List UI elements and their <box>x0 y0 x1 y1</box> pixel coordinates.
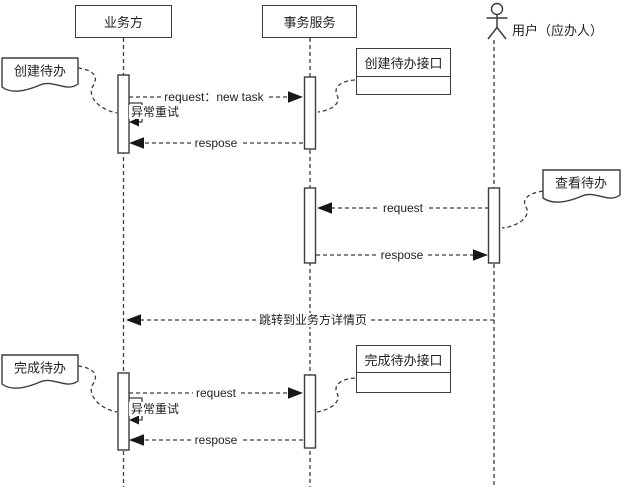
interface-create-box: 创建待办接口 <box>356 48 451 95</box>
lifeline-head-business-label: 业务方 <box>103 15 143 30</box>
lifeline-head-service-label: 事务服务 <box>283 15 336 30</box>
message-request-bottom-label: request <box>192 386 240 400</box>
actor-user-label: 用户（应办人） <box>512 23 604 38</box>
activation-business-2 <box>117 372 130 451</box>
connector-iface-create <box>317 79 356 113</box>
connector-iface-complete <box>316 377 356 413</box>
message-request-new-task-label: request：new task <box>161 90 267 104</box>
activation-business-1 <box>117 74 130 154</box>
interface-complete-body <box>357 373 450 392</box>
interface-complete-label: 完成待办接口 <box>357 346 450 373</box>
note-create-shape <box>1 57 79 92</box>
actor-user-icon <box>486 2 508 40</box>
activation-user-1 <box>487 187 501 264</box>
interface-create-body <box>357 77 450 94</box>
message-retry-top-label: 异常重试 <box>129 105 182 119</box>
connector-note-create <box>77 67 118 114</box>
activation-service-1 <box>303 76 317 150</box>
message-retry-bottom-label: 异常重试 <box>129 402 182 416</box>
connector-note-view <box>501 190 544 229</box>
interface-complete-box: 完成待办接口 <box>356 345 451 393</box>
activation-service-3 <box>303 374 317 449</box>
message-respose-mid-label: respose <box>377 248 427 262</box>
message-redirect-label: 跳转到业务方详情页 <box>255 313 371 327</box>
note-create-label: 创建待办 <box>13 63 67 79</box>
connector-note-complete <box>77 365 118 413</box>
note-view-label: 查看待办 <box>554 175 608 191</box>
note-complete-label: 完成待办 <box>13 360 67 376</box>
lifeline-head-service: 事务服务 <box>262 5 357 38</box>
message-respose-top-label: respose <box>191 136 241 150</box>
message-respose-bottom-label: respose <box>191 433 241 447</box>
interface-create-label: 创建待办接口 <box>357 49 450 77</box>
message-request-mid-label: request <box>379 201 427 215</box>
activation-service-2 <box>303 187 317 264</box>
note-view-shape <box>542 169 621 203</box>
note-complete-shape <box>1 354 79 389</box>
lifeline-head-business: 业务方 <box>75 5 172 38</box>
